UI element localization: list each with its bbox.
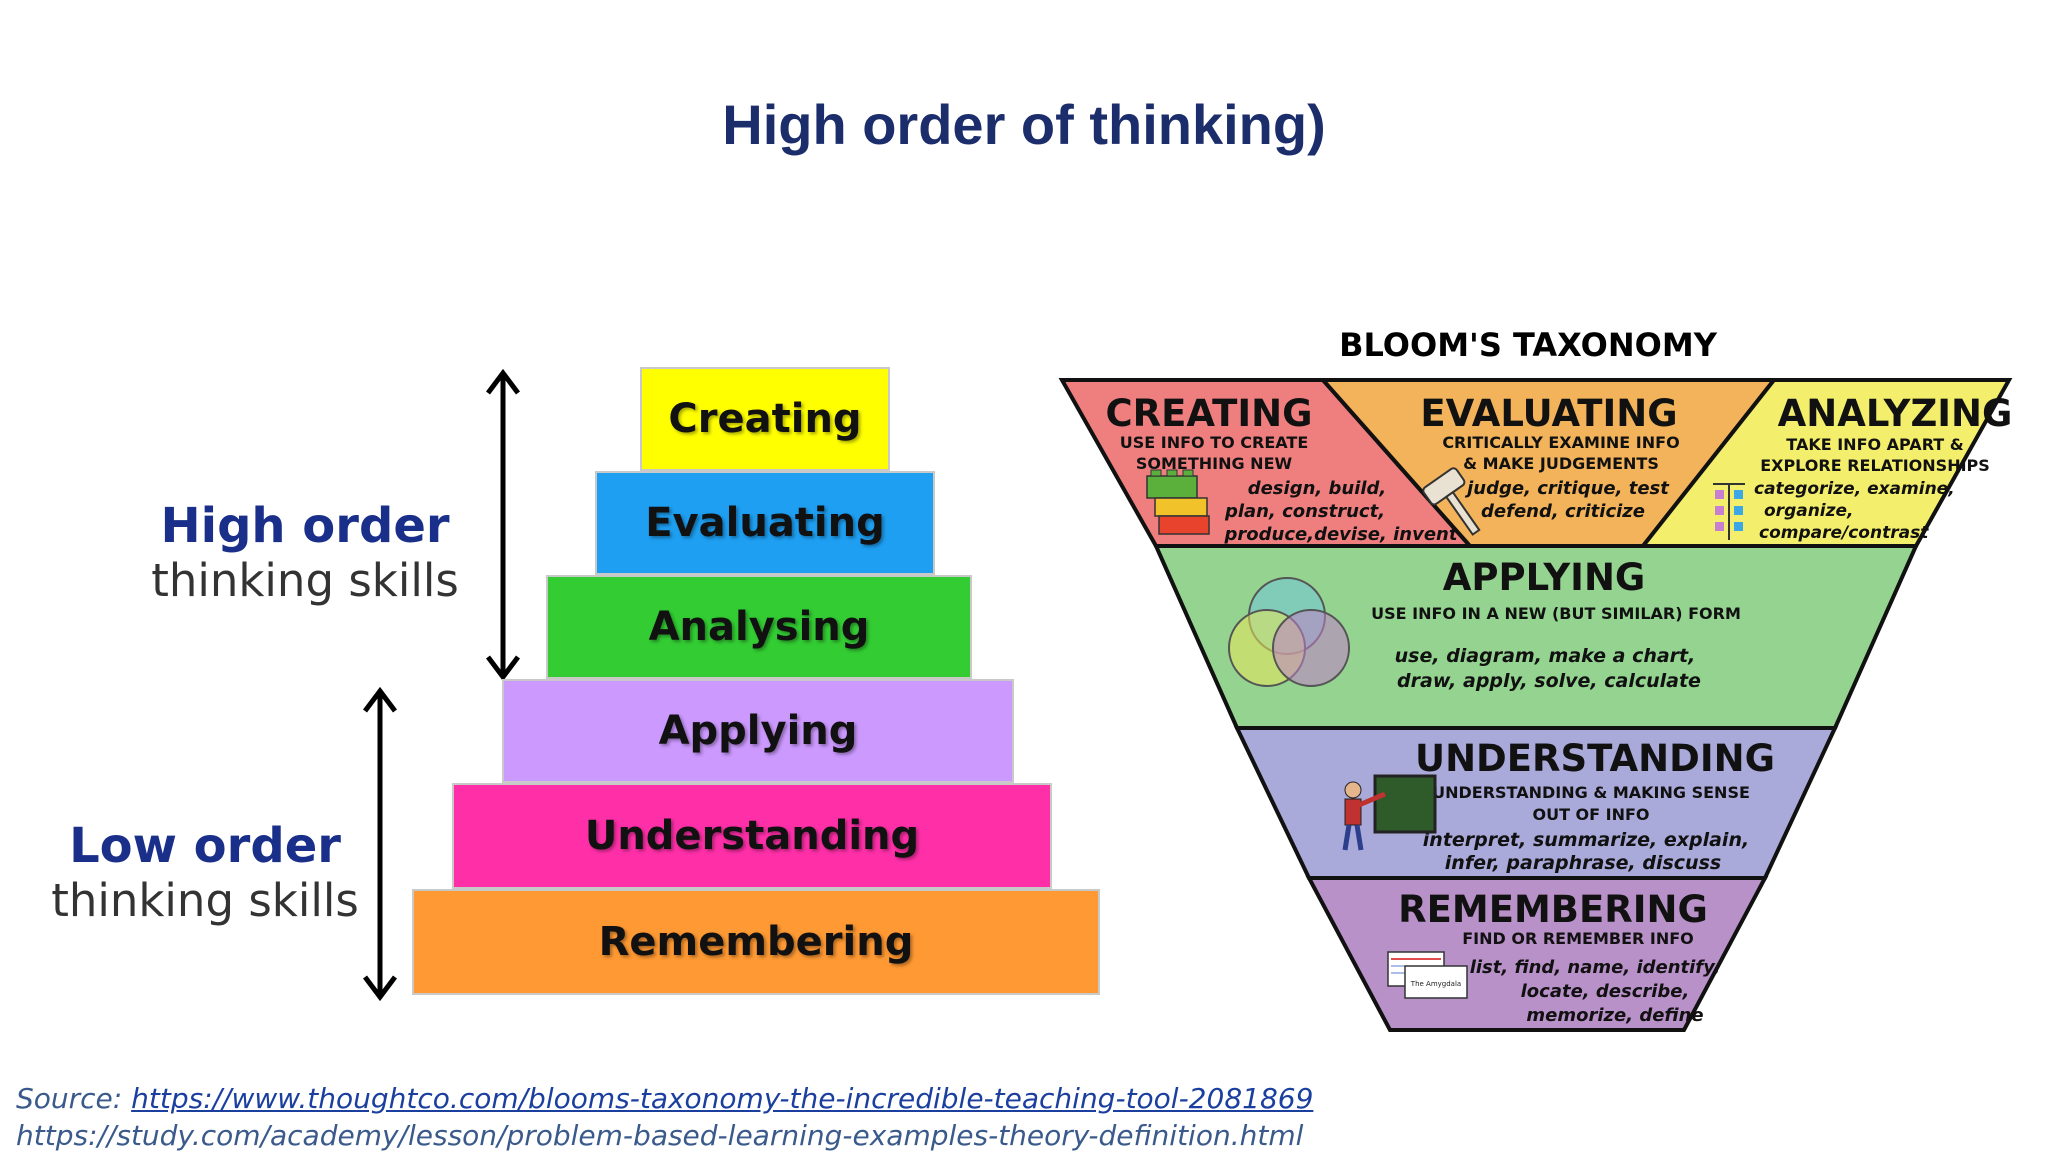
- level-applying: Applying: [502, 679, 1014, 783]
- flashcard-text: The Amygdala: [1410, 980, 1461, 988]
- evaluating-ex-2: defend, criticize: [1481, 501, 1645, 522]
- blooms-taxonomy-diagram: BLOOM'S TAXONOMY CREATING USE INFO TO CR…: [1058, 326, 2013, 1032]
- remembering-name: REMEMBERING: [1398, 888, 1708, 931]
- understanding-ex-1: interpret, summarize, explain,: [1423, 829, 1749, 851]
- level-remembering: Remembering: [412, 889, 1100, 995]
- analyzing-desc-2: EXPLORE RELATIONSHIPS: [1760, 456, 1990, 475]
- level-creating: Creating: [640, 367, 890, 471]
- flashcards-icon: The Amygdala: [1387, 951, 1468, 999]
- evaluating-desc-2: & MAKE JUDGEMENTS: [1463, 454, 1659, 473]
- evaluating-ex-1: judge, critique, test: [1464, 478, 1670, 499]
- chart-icon: [1713, 483, 1745, 540]
- applying-ex-2: draw, apply, solve, calculate: [1397, 670, 1701, 692]
- source-line-1: Source: https://www.thoughtco.com/blooms…: [16, 1082, 1313, 1115]
- low-order-sub: thinking skills: [51, 874, 359, 927]
- understanding-ex-2: infer, paraphrase, discuss: [1445, 852, 1721, 874]
- level-evaluating: Evaluating: [595, 471, 935, 575]
- analyzing-ex-3: compare/contrast: [1759, 523, 1929, 543]
- blooms-title: BLOOM'S TAXONOMY: [1339, 326, 1718, 364]
- source-prefix: Source:: [16, 1082, 123, 1115]
- high-order-label: High order thinking skills: [130, 498, 480, 607]
- evaluating-desc-1: CRITICALLY EXAMINE INFO: [1442, 433, 1679, 452]
- applying-name: APPLYING: [1443, 556, 1646, 599]
- level-analysing: Analysing: [546, 575, 972, 679]
- creating-ex-1: design, build,: [1248, 478, 1387, 499]
- low-order-heading: Low order: [69, 818, 341, 874]
- high-order-heading: High order: [160, 498, 450, 554]
- high-order-sub: thinking skills: [151, 554, 459, 607]
- analyzing-name: ANALYZING: [1778, 392, 2013, 435]
- creating-ex-2: plan, construct,: [1224, 501, 1385, 522]
- lego-blocks-icon: [1146, 469, 1210, 535]
- level-understanding: Understanding: [452, 783, 1052, 889]
- remembering-ex-3: memorize, define: [1526, 1005, 1703, 1026]
- venn-diagram-icon: [1228, 577, 1350, 687]
- teacher-icon: [1342, 774, 1437, 851]
- creating-ex-3: produce,devise, invent: [1224, 524, 1459, 545]
- source-link-1[interactable]: https://www.thoughtco.com/blooms-taxonom…: [131, 1082, 1314, 1115]
- high-order-arrow-icon: [486, 368, 520, 682]
- analyzing-ex-2: organize,: [1764, 501, 1854, 521]
- remembering-ex-1: list, find, name, identify,: [1470, 957, 1721, 978]
- low-order-arrow-icon: [363, 686, 397, 1002]
- applying-ex-1: use, diagram, make a chart,: [1395, 645, 1696, 667]
- analyzing-desc-1: TAKE INFO APART &: [1786, 435, 1964, 454]
- low-order-label: Low order thinking skills: [30, 818, 380, 927]
- evaluating-name: EVALUATING: [1420, 392, 1677, 435]
- understanding-name: UNDERSTANDING: [1415, 737, 1775, 780]
- understanding-desc-2: OUT OF INFO: [1532, 805, 1649, 824]
- source-link-2: https://study.com/academy/lesson/problem…: [16, 1119, 1304, 1152]
- remembering-desc: FIND OR REMEMBER INFO: [1462, 929, 1694, 948]
- applying-desc: USE INFO IN A NEW (BUT SIMILAR) FORM: [1371, 604, 1741, 623]
- analyzing-ex-1: categorize, examine,: [1754, 479, 1955, 499]
- gavel-icon: [1422, 467, 1481, 536]
- creating-desc-2: SOMETHING NEW: [1136, 454, 1293, 473]
- understanding-desc-1: UNDERSTANDING & MAKING SENSE: [1432, 783, 1750, 802]
- page-title: High order of thinking): [722, 93, 1326, 156]
- remembering-ex-2: locate, describe,: [1521, 981, 1690, 1002]
- creating-name: CREATING: [1105, 392, 1312, 435]
- creating-desc-1: USE INFO TO CREATE: [1120, 433, 1309, 452]
